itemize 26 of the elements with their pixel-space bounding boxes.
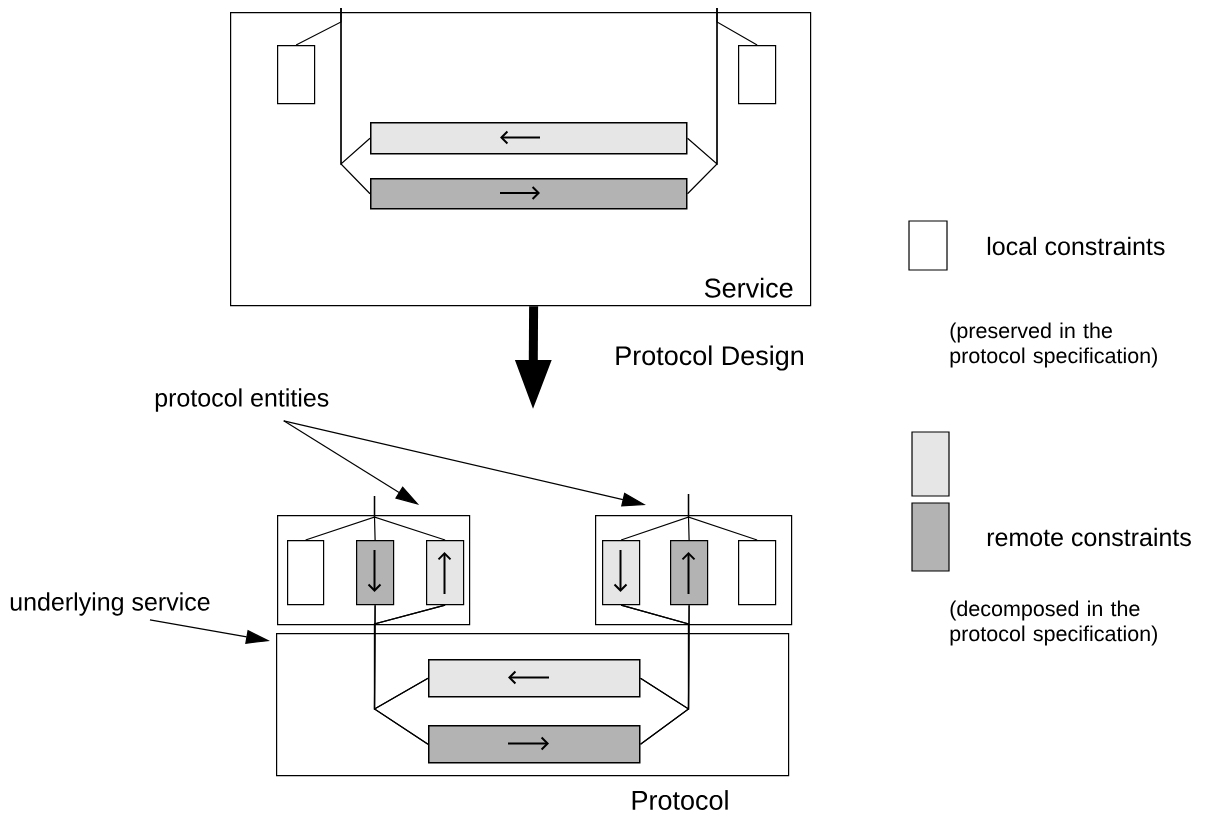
note-text: (preserved in the protocol specification): [950, 322, 1157, 368]
connector-line: [686, 7, 718, 195]
callout-text: underlying service: [10, 592, 210, 616]
legend-label: local constraints: [987, 236, 1165, 256]
constraint-box: [277, 45, 316, 105]
edge-label: Protocol Design: [616, 345, 803, 371]
constraint-box: [602, 540, 641, 606]
channel-bar: [428, 659, 641, 698]
callout-text: protocol entities: [155, 388, 329, 412]
constraint-box: [426, 540, 465, 606]
channel-bar: [428, 725, 641, 764]
constraint-box: [287, 540, 325, 606]
constraint-box: [356, 540, 395, 606]
diagram-label: Protocol: [632, 790, 728, 810]
connector-line: [373, 604, 446, 745]
constraint-box: [738, 540, 777, 606]
note-text: (decomposed in the protocol specification): [950, 600, 1157, 646]
connector-line: [373, 495, 446, 541]
connector-line: [340, 7, 371, 195]
connector-line: [639, 604, 690, 745]
legend-label: remote constraints: [987, 527, 1191, 547]
connector-line: [687, 493, 758, 541]
channel-bar: [370, 122, 688, 155]
channel-bar: [370, 178, 688, 210]
constraint-box: [670, 540, 709, 606]
constraint-box: [738, 45, 777, 105]
